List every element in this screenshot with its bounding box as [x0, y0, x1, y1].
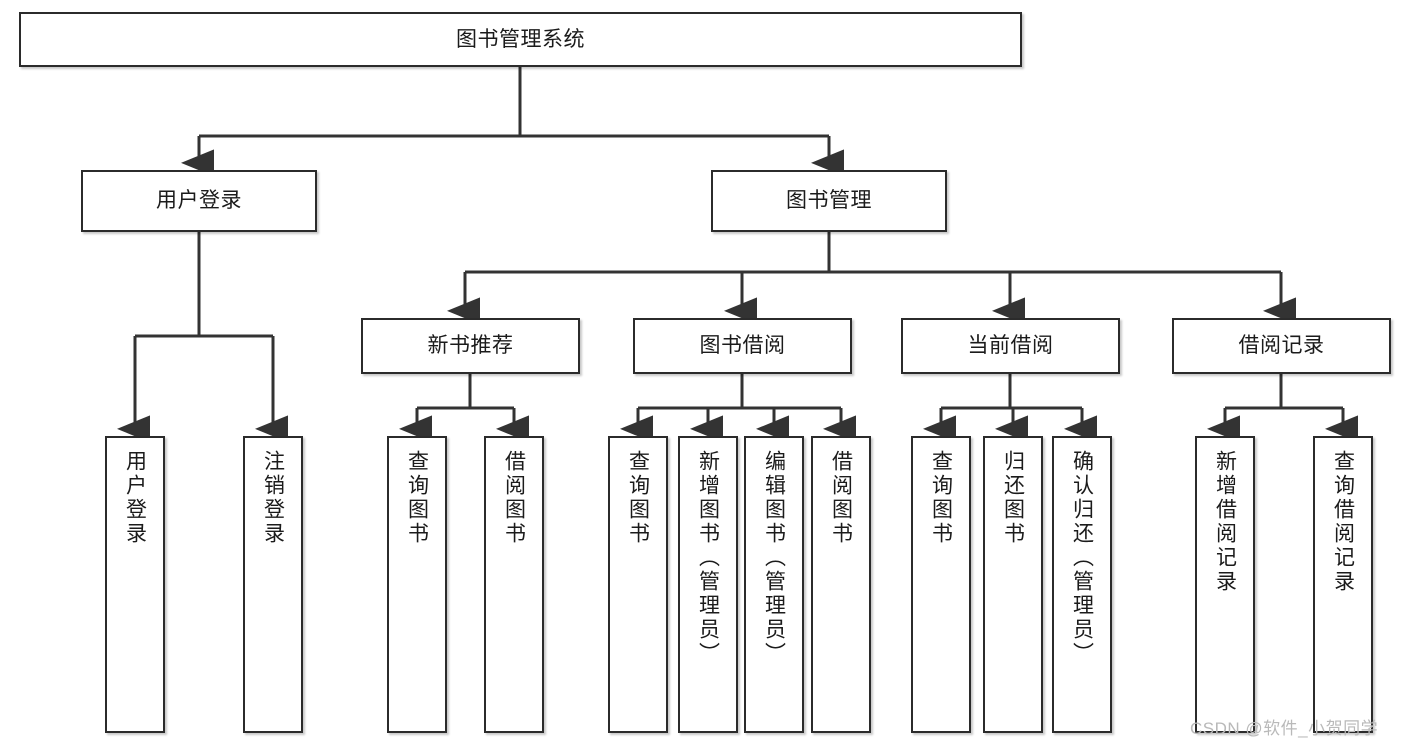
node-current-borrow-label: 当前借阅 [967, 334, 1054, 358]
node-root-label: 图书管理系统 [456, 27, 585, 51]
node-leaf-query-book-1-label: 查询图书 [405, 450, 429, 546]
node-leaf-confirm-return-label: 确认归还（管理员） [1070, 450, 1094, 666]
csdn-watermark: CSDN @软件_小贺同学 [1190, 719, 1379, 738]
node-leaf-user-login-label: 用户登录 [123, 450, 147, 546]
node-leaf-add-record-label: 新增借阅记录 [1213, 450, 1237, 594]
node-user-login[interactable]: 用户登录 [81, 170, 317, 232]
node-leaf-query-book-3[interactable]: 查询图书 [911, 436, 971, 733]
node-leaf-query-book-2[interactable]: 查询图书 [608, 436, 668, 733]
node-new-book-recommend[interactable]: 新书推荐 [361, 318, 580, 374]
node-leaf-add-record[interactable]: 新增借阅记录 [1195, 436, 1255, 733]
node-user-login-label: 用户登录 [156, 189, 242, 213]
node-leaf-logout[interactable]: 注销登录 [243, 436, 303, 733]
node-borrow-record-label: 借阅记录 [1238, 334, 1325, 358]
node-current-borrow[interactable]: 当前借阅 [901, 318, 1120, 374]
node-leaf-confirm-return[interactable]: 确认归还（管理员） [1052, 436, 1112, 733]
node-leaf-borrow-book-1-label: 借阅图书 [502, 450, 526, 546]
node-leaf-edit-book[interactable]: 编辑图书（管理员） [744, 436, 804, 733]
node-borrow-record[interactable]: 借阅记录 [1172, 318, 1391, 374]
node-book-borrow-label: 图书借阅 [699, 334, 786, 358]
node-leaf-edit-book-label: 编辑图书（管理员） [762, 450, 786, 666]
node-new-book-recommend-label: 新书推荐 [427, 334, 514, 358]
node-leaf-add-book[interactable]: 新增图书（管理员） [678, 436, 738, 733]
node-leaf-borrow-book-2-label: 借阅图书 [829, 450, 853, 546]
node-leaf-return-book[interactable]: 归还图书 [983, 436, 1043, 733]
node-leaf-user-login[interactable]: 用户登录 [105, 436, 165, 733]
node-leaf-borrow-book-2[interactable]: 借阅图书 [811, 436, 871, 733]
node-leaf-query-book-3-label: 查询图书 [929, 450, 953, 546]
node-book-manage[interactable]: 图书管理 [711, 170, 947, 232]
node-root[interactable]: 图书管理系统 [19, 12, 1022, 67]
node-leaf-borrow-book-1[interactable]: 借阅图书 [484, 436, 544, 733]
node-book-borrow[interactable]: 图书借阅 [633, 318, 852, 374]
node-leaf-query-book-2-label: 查询图书 [626, 450, 650, 546]
node-leaf-return-book-label: 归还图书 [1001, 450, 1025, 546]
node-leaf-logout-label: 注销登录 [261, 450, 285, 546]
node-leaf-query-record-label: 查询借阅记录 [1331, 450, 1355, 594]
node-leaf-add-book-label: 新增图书（管理员） [696, 450, 720, 666]
node-leaf-query-record[interactable]: 查询借阅记录 [1313, 436, 1373, 733]
node-book-manage-label: 图书管理 [786, 189, 872, 213]
node-leaf-query-book-1[interactable]: 查询图书 [387, 436, 447, 733]
